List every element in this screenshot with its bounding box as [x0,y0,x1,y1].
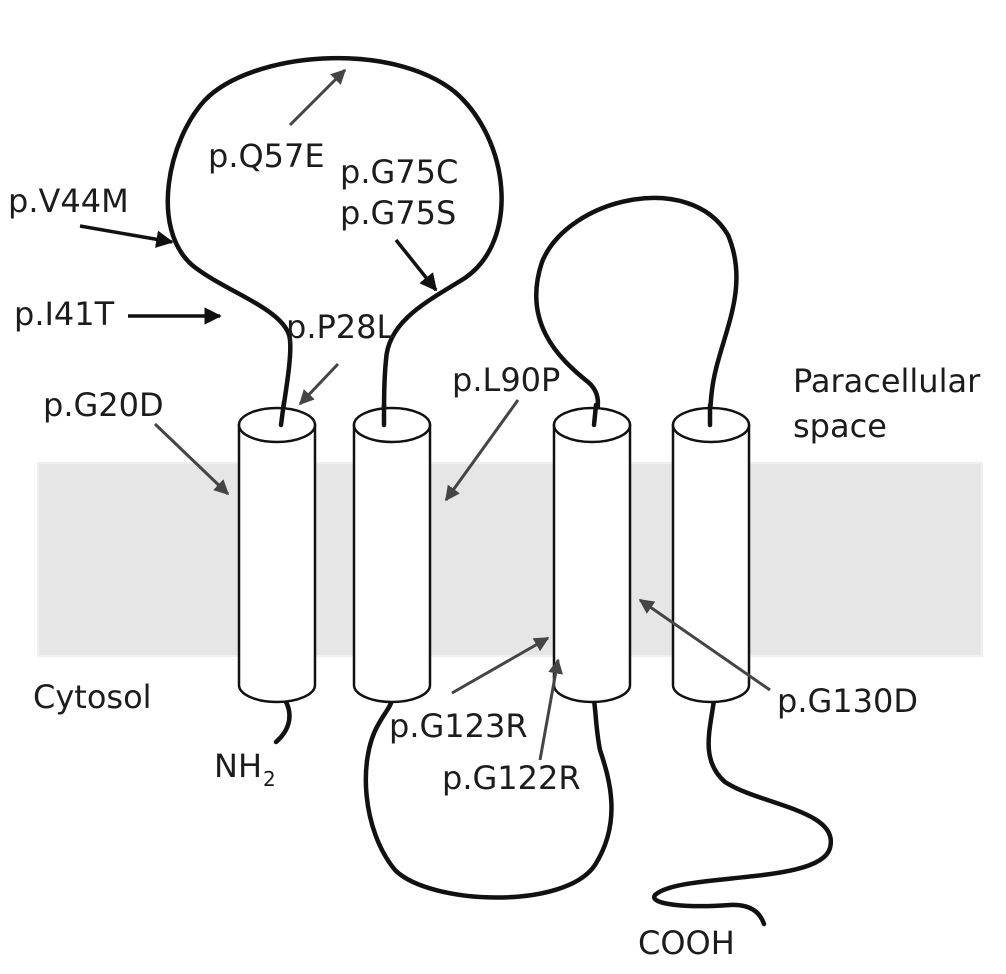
transmembrane-helix-2 [352,406,432,704]
extracellular-loop-2 [534,195,739,428]
arrow-g130d [638,598,771,692]
mutation-label-g20d: p.G20D [43,386,164,424]
loop2-entry-helix3 [591,402,599,428]
transmembrane-helix-4 [671,406,751,704]
mutation-label-p28l: p.P28L [286,308,395,346]
c-terminus-label: COOH [638,924,735,962]
arrow-v44m [79,224,174,248]
n-terminal-tail [273,697,292,745]
mutation-label-i41t: p.I41T [14,295,115,333]
mutation-label-g75s: p.G75S [340,194,456,232]
paracellular-label-line2: space [793,407,887,445]
transmembrane-helix-3 [552,406,632,704]
loop1-entry-helix1 [278,399,287,428]
c-terminal-tail [652,697,834,927]
arrow-p28l [298,362,340,406]
mutation-label-v44m: p.V44M [8,182,129,220]
arrow-g75 [394,238,438,292]
mutation-label-g75c: p.G75C [340,153,458,191]
n-terminus-subscript: 2 [263,767,276,791]
mutation-label-g130d: p.G130D [777,682,918,720]
transmembrane-helix-1 [237,406,317,704]
arrow-g122r [538,658,563,761]
mutation-label-g122r: p.G122R [442,759,581,797]
paracellular-label-line1: Paracellular [793,362,981,400]
n-terminus-label: NH [214,747,262,785]
arrow-g123r [451,636,550,695]
mutation-label-g123r: p.G123R [389,707,528,745]
arrow-l90p [444,399,520,502]
mutation-label-l90p: p.L90P [452,361,560,399]
arrow-q57e [288,68,347,127]
mutation-label-q57e: p.Q57E [208,137,325,175]
cytosol-label: Cytosol [33,678,152,716]
arrow-g20d [153,422,230,496]
cytoplasmic-loop [363,697,614,900]
extracellular-loop-1 [165,55,504,428]
membrane-band [37,462,983,657]
